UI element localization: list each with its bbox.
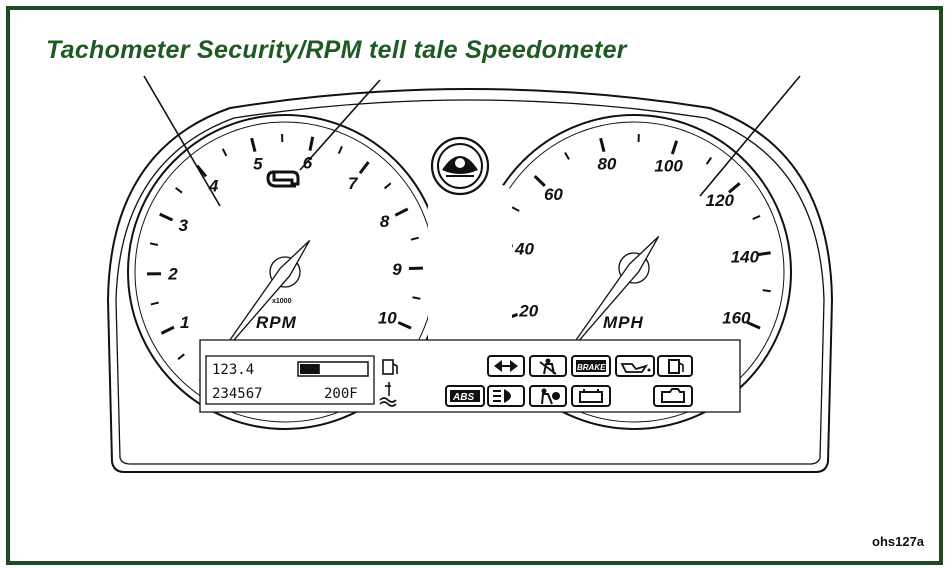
odometer-readout: 234567	[212, 386, 263, 402]
tachometer-minor-tick	[221, 148, 228, 157]
tachometer-minor-tick	[412, 296, 421, 300]
turn-signal-icon	[487, 355, 525, 377]
tachometer-major-tick	[160, 325, 175, 335]
tachometer-multiplier: x1000	[272, 298, 292, 305]
tachometer-label: 4	[208, 177, 219, 196]
airbag-icon	[529, 385, 567, 407]
tachometer-minor-tick	[337, 145, 343, 155]
tachometer-major-tick	[397, 321, 412, 330]
tachometer-major-tick	[159, 212, 174, 222]
tachometer-major-tick	[195, 164, 208, 178]
tachometer-major-tick	[250, 137, 257, 153]
tachometer-ticks	[146, 134, 423, 382]
speedometer-label: 120	[706, 191, 735, 210]
speedometer-minor-tick	[752, 214, 761, 221]
security-tell-tale-icon	[266, 170, 300, 188]
tachometer-minor-tick	[383, 182, 392, 190]
tachometer-minor-tick	[149, 242, 159, 246]
speedometer-minor-tick	[762, 289, 771, 293]
speedometer-label: 100	[654, 156, 683, 175]
tachometer-label: 3	[179, 216, 189, 235]
warning-lights: BRAKE ABS	[445, 355, 693, 407]
speedometer-label: 60	[544, 185, 563, 204]
speedometer-major-tick	[728, 182, 741, 194]
speedometer-labels: 020406080100120140160	[514, 154, 760, 370]
headlight-icon	[487, 385, 525, 407]
tachometer-minor-tick	[177, 353, 185, 360]
fuel-gauge-fill	[300, 364, 320, 374]
fuel-low-icon	[657, 355, 693, 377]
speedometer-major-tick	[599, 137, 606, 153]
battery-icon	[571, 385, 611, 407]
brand-badge-icon	[430, 136, 490, 196]
speedometer-label: 80	[597, 154, 616, 173]
tachometer-label: 10	[378, 309, 397, 328]
tachometer-label: 9	[392, 260, 402, 279]
leader-security	[299, 79, 381, 171]
oil-pressure-icon	[615, 355, 655, 377]
tachometer-major-tick	[358, 161, 370, 175]
trip-readout: 123.4	[212, 362, 254, 378]
speedometer-minor-tick	[564, 151, 570, 160]
seatbelt-icon	[529, 355, 567, 377]
speedometer-major-tick	[756, 251, 771, 257]
tachometer-label: 6	[303, 153, 313, 172]
coolant-temp-icon	[379, 382, 397, 407]
abs-icon: ABS	[445, 385, 485, 407]
figure-caption: Tachometer Security/RPM tell tale Speedo…	[46, 36, 627, 64]
tachometer-label: 2	[167, 265, 178, 284]
leader-tachometer	[143, 75, 221, 207]
tachometer-label: 5	[253, 154, 263, 173]
speedometer-needle	[560, 236, 660, 362]
tachometer-unit: RPM	[256, 313, 297, 332]
abs-label: ABS	[452, 392, 474, 403]
speedometer-major-tick	[670, 140, 679, 155]
tachometer-major-tick	[394, 207, 409, 217]
speedometer-label: 40	[514, 240, 534, 259]
speedometer-minor-tick	[705, 157, 712, 165]
cluster-housing-inner	[115, 99, 825, 465]
tachometer-minor-tick	[410, 236, 419, 241]
temperature-readout: 200F	[324, 386, 358, 402]
tachometer-label: 7	[348, 174, 359, 193]
tachometer-minor-tick	[175, 187, 183, 194]
tachometer-major-tick	[308, 136, 315, 151]
center-bridge	[428, 177, 512, 346]
leader-speedometer	[699, 75, 801, 197]
speedometer-major-tick	[746, 321, 761, 330]
speedometer-minor-tick	[511, 206, 520, 212]
brake-warning-icon: BRAKE	[571, 355, 611, 377]
speedometer-label: 20	[518, 301, 538, 320]
engine-check-icon	[653, 385, 693, 407]
tachometer-needle	[211, 240, 311, 366]
figure-id: ohs127a	[872, 534, 925, 549]
tachometer-label: 8	[380, 212, 390, 231]
fuel-pump-icon	[382, 359, 398, 375]
tachometer-label: 1	[180, 313, 189, 332]
speedometer-label: 140	[731, 247, 760, 266]
brake-label: BRAKE	[577, 363, 606, 372]
speedometer-label: 160	[722, 309, 751, 328]
tachometer-minor-tick	[150, 301, 159, 306]
speedometer-unit: MPH	[603, 313, 644, 332]
speedometer-major-tick	[533, 175, 546, 187]
cluster-housing-outer	[106, 88, 834, 473]
